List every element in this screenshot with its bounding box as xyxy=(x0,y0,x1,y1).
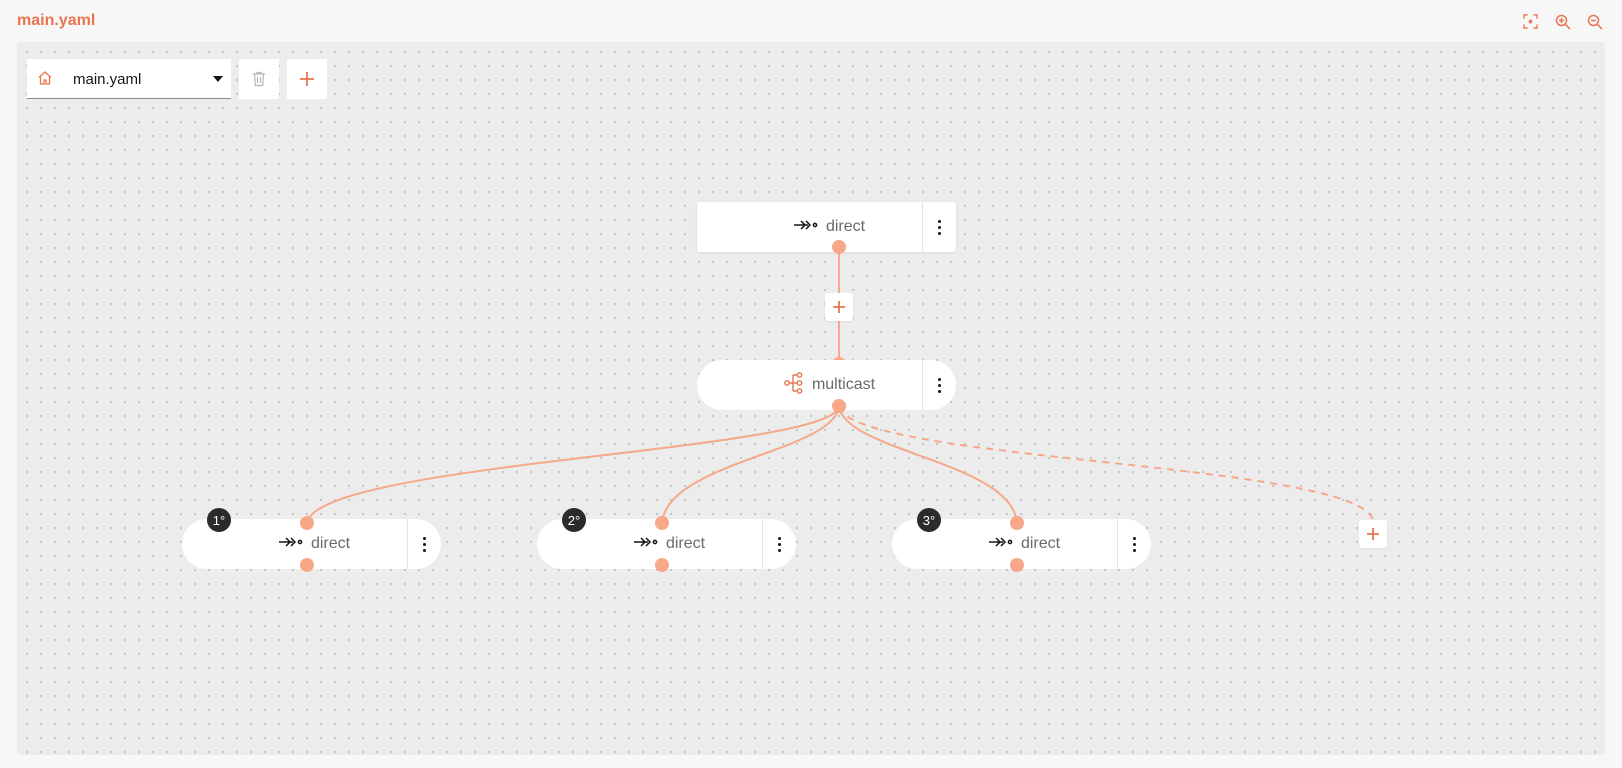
order-badge: 2° xyxy=(562,508,586,532)
node-label: direct xyxy=(310,535,351,552)
kebab-icon xyxy=(938,218,941,236)
add-branch-button[interactable] xyxy=(1359,520,1387,548)
fit-to-view-icon[interactable] xyxy=(1521,12,1540,31)
node-handle-out[interactable] xyxy=(300,558,314,572)
node-handle-out[interactable] xyxy=(655,558,669,572)
node-handle-out[interactable] xyxy=(1010,558,1024,572)
node-menu-button[interactable] xyxy=(922,202,956,252)
node-menu-button[interactable] xyxy=(762,519,796,569)
app-title: main.yaml xyxy=(17,12,96,29)
node-handle-out[interactable] xyxy=(832,399,846,413)
order-badge: 3° xyxy=(917,508,941,532)
zoom-in-icon[interactable] xyxy=(1553,12,1572,31)
kebab-icon xyxy=(1133,535,1136,553)
direct-arrow-icon xyxy=(633,535,658,554)
chevron-down-icon xyxy=(213,76,223,82)
direct-arrow-icon xyxy=(793,218,818,237)
plus-icon xyxy=(300,72,314,86)
kebab-icon xyxy=(938,376,941,394)
plus-icon xyxy=(833,301,845,313)
node-label: direct xyxy=(825,218,866,235)
node-menu-button[interactable] xyxy=(407,519,441,569)
order-badge: 1° xyxy=(207,508,231,532)
node-body[interactable]: direct xyxy=(892,519,1117,569)
kebab-icon xyxy=(423,535,426,553)
node-handle-out[interactable] xyxy=(832,240,846,254)
home-icon xyxy=(37,70,55,88)
node-body[interactable]: multicast xyxy=(697,360,922,410)
add-route-button[interactable] xyxy=(287,59,327,99)
node-body[interactable]: direct xyxy=(697,202,922,252)
zoom-out-icon[interactable] xyxy=(1585,12,1604,31)
header: main.yaml xyxy=(0,0,1622,42)
route-toolbar: main.yaml xyxy=(27,59,327,99)
edge-multicast-placeholder xyxy=(838,406,1374,521)
node-label: direct xyxy=(1020,535,1061,552)
node-multicast[interactable]: multicast xyxy=(697,360,956,410)
edge-multicast-to-branch-2 xyxy=(661,406,840,524)
route-selector[interactable]: main.yaml xyxy=(27,59,231,99)
delete-route-button[interactable] xyxy=(239,59,279,99)
kebab-icon xyxy=(778,535,781,553)
node-body[interactable]: direct xyxy=(182,519,407,569)
node-handle-in[interactable] xyxy=(655,516,669,530)
node-menu-button[interactable] xyxy=(922,360,956,410)
node-menu-button[interactable] xyxy=(1117,519,1151,569)
node-body[interactable]: direct xyxy=(537,519,762,569)
multicast-tree-icon xyxy=(784,371,804,399)
node-root-direct[interactable]: direct xyxy=(697,202,956,252)
direct-arrow-icon xyxy=(988,535,1013,554)
node-label: multicast xyxy=(811,376,876,393)
trash-icon xyxy=(253,71,265,87)
plus-icon xyxy=(1367,528,1379,540)
node-handle-in[interactable] xyxy=(1010,516,1024,530)
route-canvas[interactable]: main.yaml direct xyxy=(17,42,1605,755)
edge-multicast-to-branch-3 xyxy=(838,406,1018,524)
node-handle-in[interactable] xyxy=(300,516,314,530)
edge-multicast-to-branch-1 xyxy=(306,406,840,524)
route-selector-value: main.yaml xyxy=(73,71,142,88)
direct-arrow-icon xyxy=(278,535,303,554)
canvas-controls xyxy=(1521,12,1604,31)
node-label: direct xyxy=(665,535,706,552)
add-step-button[interactable] xyxy=(825,293,853,321)
